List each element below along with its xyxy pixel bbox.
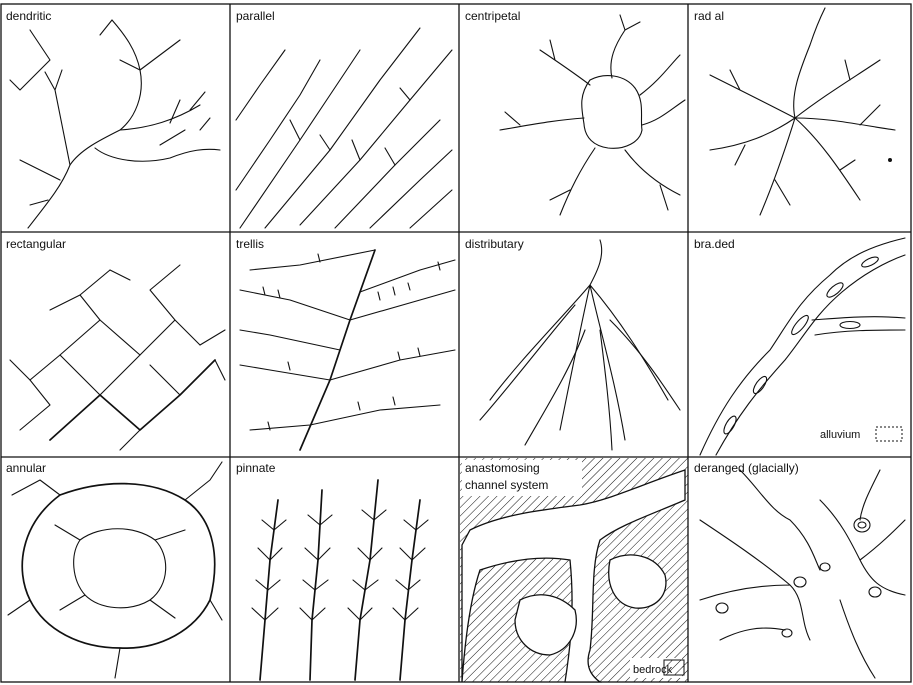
panel-radial: rad al <box>694 8 895 215</box>
panel-label-trellis: trellis <box>236 237 264 251</box>
panel-label-annular: annular <box>6 461 46 475</box>
panel-label-radial: rad al <box>694 9 724 23</box>
bedrock-key-swatch <box>664 660 684 675</box>
panel-label-parallel: parallel <box>236 9 275 23</box>
panel-trellis: trellis <box>236 237 455 450</box>
panel-deranged: deranged (glacially) <box>694 461 905 678</box>
panel-label-anastomosing-2: channel system <box>465 478 548 492</box>
panel-label-pinnate: pinnate <box>236 461 276 475</box>
panel-centripetal: centripetal <box>465 9 685 215</box>
alluvium-key-label: alluvium <box>820 429 860 441</box>
panel-label-braided: bra.ded <box>694 237 735 251</box>
panel-label-rectangular: rectangular <box>6 237 66 251</box>
panel-label-distributary: distributary <box>465 237 524 251</box>
panel-braided: bra.ded alluvium <box>694 237 905 455</box>
panel-label-deranged: deranged (glacially) <box>694 461 799 475</box>
panel-parallel: parallel <box>236 9 452 228</box>
panel-distributary: distributary <box>465 237 680 450</box>
panel-label-anastomosing-1: anastomosing <box>465 461 540 475</box>
panel-label-centripetal: centripetal <box>465 9 520 23</box>
panel-dendritic: dendritic <box>6 9 220 228</box>
panel-rectangular: rectangular <box>6 237 225 450</box>
panel-anastomosing: anastomosing channel system bedrock <box>460 458 688 682</box>
alluvium-key-swatch <box>876 427 902 441</box>
panel-label-dendritic: dendritic <box>6 9 51 23</box>
panel-annular: annular <box>6 461 222 678</box>
panel-pinnate: pinnate <box>236 461 428 680</box>
